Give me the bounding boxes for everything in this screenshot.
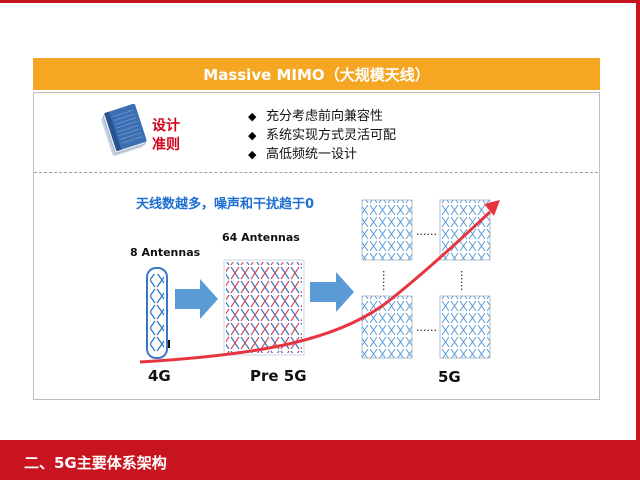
principle-line2: 准则 xyxy=(152,137,180,153)
bullet-item: ◆ 系统实现方式灵活可配 xyxy=(248,126,396,145)
antenna-4g-icon xyxy=(146,267,170,359)
trend-arrow-icon xyxy=(139,200,500,364)
bullet-item: ◆ 高低频统一设计 xyxy=(248,145,396,164)
antenna-pre5g-panel-icon xyxy=(223,259,305,356)
stage-5g-label: 5G xyxy=(438,368,461,386)
right-arrow-icon xyxy=(175,279,218,319)
bullet-text: 充分考虑前向兼容性 xyxy=(266,109,384,124)
dots-vertical-left: ...... xyxy=(380,270,393,291)
book-icon xyxy=(101,104,147,157)
footer-bar xyxy=(0,440,640,480)
dots-top: ...... xyxy=(416,225,437,238)
section-footer-title: 二、5G主要体系架构 xyxy=(24,454,167,472)
dots-vertical-right: ...... xyxy=(458,270,471,291)
slide-title: Massive MIMO（大规模天线） xyxy=(33,58,600,90)
principle-bullets: ◆ 充分考虑前向兼容性 ◆ 系统实现方式灵活可配 ◆ 高低频统一设计 xyxy=(248,107,396,164)
bullet-text: 系统实现方式灵活可配 xyxy=(266,128,397,143)
dots-bottom: ...... xyxy=(416,321,437,334)
section-divider xyxy=(34,172,598,173)
design-principle-label: 设计 准则 xyxy=(152,117,180,155)
diamond-bullet-icon: ◆ xyxy=(248,129,257,142)
stage-4g-label: 4G xyxy=(148,367,171,385)
top-accent-bar xyxy=(0,0,640,3)
bullet-item: ◆ 充分考虑前向兼容性 xyxy=(248,107,396,126)
eight-antennas-label: 8 Antennas xyxy=(130,246,201,259)
sixtyfour-antennas-label: 64 Antennas xyxy=(222,231,300,244)
right-arrow-icon xyxy=(310,272,354,312)
bullet-text: 高低频统一设计 xyxy=(266,147,358,162)
right-accent-bar xyxy=(636,0,640,480)
principle-line1: 设计 xyxy=(152,118,180,134)
stage-pre5g-label: Pre 5G xyxy=(250,367,307,385)
diamond-bullet-icon: ◆ xyxy=(248,110,257,123)
antenna-headline: 天线数越多，噪声和干扰趋于0 xyxy=(136,197,315,212)
diamond-bullet-icon: ◆ xyxy=(248,148,257,161)
